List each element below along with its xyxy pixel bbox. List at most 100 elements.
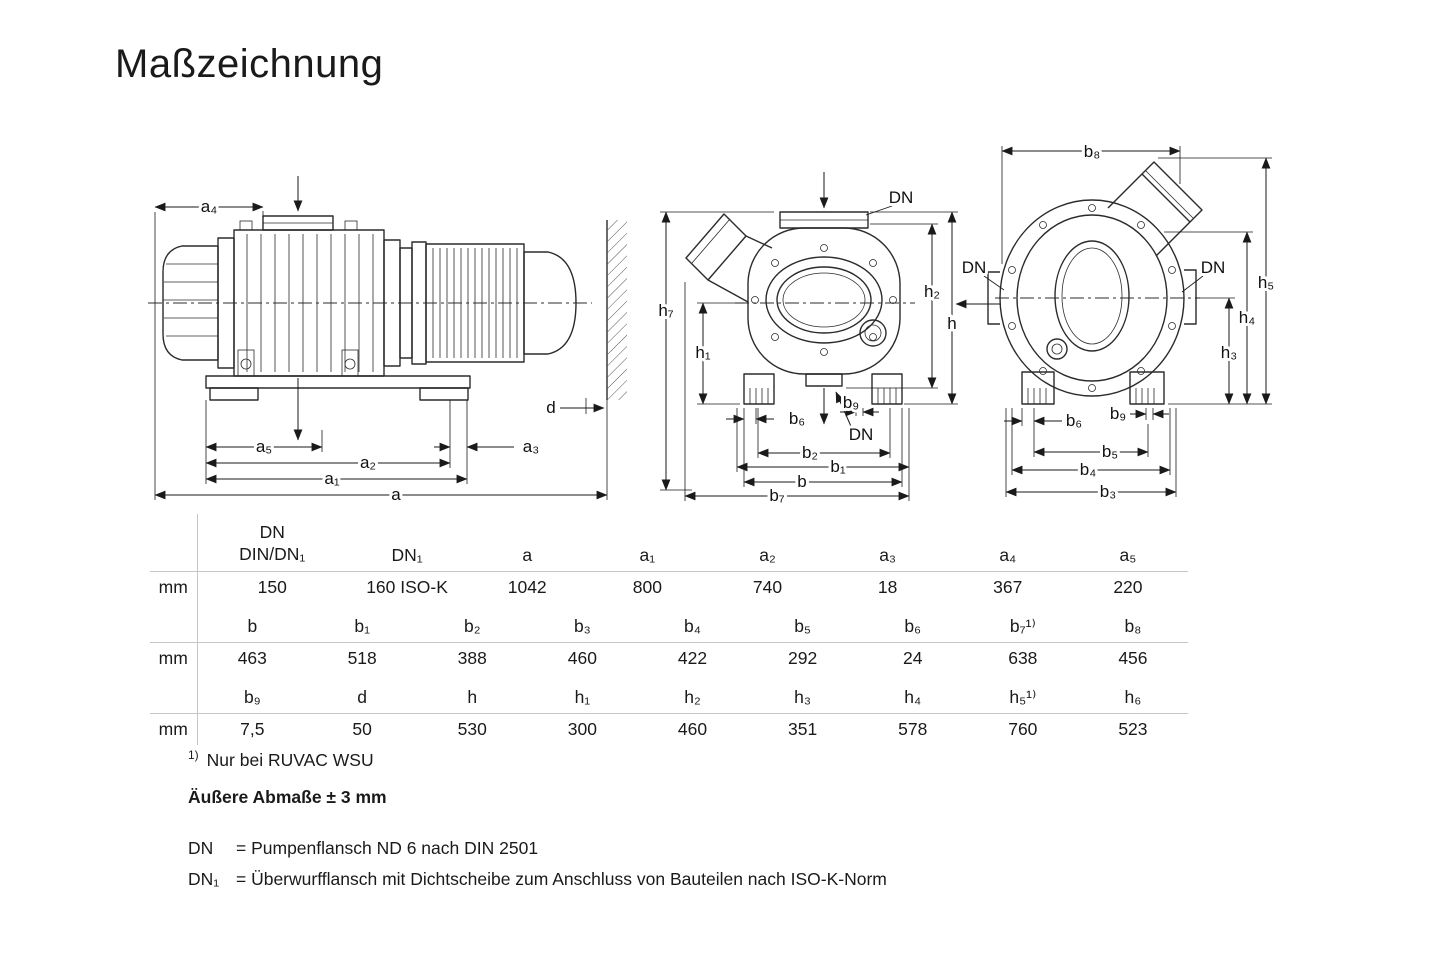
unit-label: mm xyxy=(150,642,198,674)
value-cell: 292 xyxy=(747,642,858,674)
value-cell: 351 xyxy=(747,713,858,745)
unit-header-cell xyxy=(150,674,198,714)
dim-label-a2: a₂ xyxy=(360,453,376,472)
value-cell: 463 xyxy=(197,642,308,674)
dim-label-a1: a₁ xyxy=(324,469,339,488)
table-value-row: mm 7,5 50 530 300 460 351 578 760 523 xyxy=(150,713,1188,745)
value-cell: 460 xyxy=(527,642,638,674)
dim-label-b1: b₁ xyxy=(830,457,845,476)
col-header-dn: DN DIN/DN₁ xyxy=(239,521,306,565)
value-cell: 460 xyxy=(637,713,748,745)
unit-header-cell xyxy=(150,514,198,572)
col-header-b3: b₃ xyxy=(573,616,591,636)
footnote-text: Nur bei RUVAC WSU xyxy=(206,749,374,770)
dim-label-b5: b₅ xyxy=(1102,442,1118,461)
dn-definition-row: DN = Pumpenflansch ND 6 nach DIN 2501 xyxy=(188,838,887,859)
dim-label-dn-right: DN xyxy=(1201,258,1226,277)
col-header-h: h xyxy=(467,687,478,707)
dim-label-a3: a₃ xyxy=(523,437,539,456)
col-header-a: a xyxy=(522,545,533,565)
footnote-marker: 1) xyxy=(188,748,199,762)
value-cell: 50 xyxy=(307,713,418,745)
dimension-table-h-group: b₉ d h h₁ h₂ h₃ h₄ h₅¹⁾ h₆ mm 7,5 50 530… xyxy=(150,674,1188,745)
table-header-row: b b₁ b₂ b₃ b₄ b₅ b₆ b₇¹⁾ b₈ xyxy=(150,603,1188,643)
dim-label-h4: h₄ xyxy=(1239,308,1255,327)
col-header-h1: h₁ xyxy=(574,687,591,707)
dim-label-d: d xyxy=(546,398,555,417)
col-header-a3: a₃ xyxy=(879,545,897,565)
dim-label-dn-left: DN xyxy=(962,258,987,277)
value-cell: 456 xyxy=(1077,642,1188,674)
col-header-h3: h₃ xyxy=(794,687,812,707)
unit-label: mm xyxy=(150,713,198,745)
dimension-tables: DN DIN/DN₁ DN₁ a a₁ a₂ a₃ a₄ a₅ mm 150 1… xyxy=(150,514,1188,745)
unit-header-cell xyxy=(150,603,198,643)
value-cell: 740 xyxy=(707,571,828,603)
col-header-b9: b₉ xyxy=(243,687,261,707)
col-header-d: d xyxy=(357,687,368,707)
dn1-definition: = Überwurfflansch mit Dichtscheibe zum A… xyxy=(236,868,887,889)
dim-label-h2: h₂ xyxy=(924,282,940,301)
table-header-row: DN DIN/DN₁ DN₁ a a₁ a₂ a₃ a₄ a₅ xyxy=(150,514,1188,572)
dn-term: DN xyxy=(188,837,214,858)
value-cell: 530 xyxy=(417,713,528,745)
value-cell: 367 xyxy=(947,571,1068,603)
value-cell: 800 xyxy=(587,571,708,603)
value-cell: 160 ISO-K xyxy=(347,571,468,603)
front-view: DN h₇ h₁ h₂ h b₆ b₉ DN b₂ b₁ b b₇ xyxy=(655,172,960,508)
angled-flange xyxy=(685,213,747,281)
value-cell: 7,5 xyxy=(197,713,308,745)
dim-label-h5: h₅ xyxy=(1258,273,1274,292)
dim-label-a4: a₄ xyxy=(201,197,217,216)
dimension-table-a-group: DN DIN/DN₁ DN₁ a a₁ a₂ a₃ a₄ a₅ mm 150 1… xyxy=(150,514,1188,603)
col-header-b2: b₂ xyxy=(464,616,481,636)
dim-label-dn-bottom: DN xyxy=(849,425,874,444)
dim-label-b6: b₆ xyxy=(1066,411,1082,430)
end-view-machine xyxy=(955,161,1203,405)
dn1-definition-row: DN₁= Überwurfflansch mit Dichtscheibe zu… xyxy=(188,869,887,890)
end-view: b₈ DN DN h₅ h₄ h₃ b₆ b₉ b₅ b₄ b₃ xyxy=(955,139,1277,504)
col-header-a4: a₄ xyxy=(999,545,1017,565)
col-header-a5: a₅ xyxy=(1119,545,1137,565)
value-cell: 220 xyxy=(1067,571,1188,603)
dim-label-a5: a₅ xyxy=(256,437,272,456)
col-header-dn1: DN₁ xyxy=(391,545,423,565)
dim-label-b4: b₄ xyxy=(1080,460,1096,479)
table-header-row: b₉ d h h₁ h₂ h₃ h₄ h₅¹⁾ h₆ xyxy=(150,674,1188,714)
col-header-b8: b₈ xyxy=(1124,616,1142,636)
side-view: a₄ a₅ a₂ a₁ a₃ a d xyxy=(148,176,627,507)
col-header-b6: b₆ xyxy=(904,616,922,636)
dim-label-b: b xyxy=(797,472,806,491)
dim-label-h7: h₇ xyxy=(658,301,673,320)
dim-label-b6: b₆ xyxy=(789,409,805,428)
value-cell: 388 xyxy=(417,642,528,674)
unit-label: mm xyxy=(150,571,198,603)
col-header-b4: b₄ xyxy=(684,616,701,636)
col-header-a2: a₂ xyxy=(759,545,776,565)
tolerance-note: Äußere Abmaße ± 3 mm xyxy=(188,786,387,807)
angled-iso-flange xyxy=(1141,161,1203,223)
dim-label-b2: b₂ xyxy=(802,443,818,462)
value-cell: 18 xyxy=(827,571,948,603)
table-value-row: mm 150 160 ISO-K 1042 800 740 18 367 220 xyxy=(150,571,1188,603)
notes-section: 1) Nur bei RUVAC WSU Äußere Abmaße ± 3 mm… xyxy=(188,748,887,900)
col-header-a1: a₁ xyxy=(639,545,656,565)
footnote: 1) Nur bei RUVAC WSU xyxy=(188,748,887,771)
dim-label-h3: h₃ xyxy=(1221,343,1237,362)
col-header-b5: b₅ xyxy=(794,616,811,636)
side-view-dimensions: a₄ a₅ a₂ a₁ a₃ a d xyxy=(154,194,608,507)
value-cell: 300 xyxy=(527,713,638,745)
dim-label-b7: b₇ xyxy=(769,486,784,505)
dim-label-h1: h₁ xyxy=(695,343,710,362)
value-cell: 518 xyxy=(307,642,418,674)
col-header-b: b xyxy=(247,616,258,636)
value-cell: 523 xyxy=(1077,713,1188,745)
dim-label-b8: b₈ xyxy=(1084,142,1101,161)
col-header-h6: h₆ xyxy=(1124,687,1142,707)
value-cell: 638 xyxy=(967,642,1078,674)
dn-definition: = Pumpenflansch ND 6 nach DIN 2501 xyxy=(236,837,539,858)
dim-label-b9: b₉ xyxy=(843,393,859,412)
value-cell: 1042 xyxy=(467,571,588,603)
